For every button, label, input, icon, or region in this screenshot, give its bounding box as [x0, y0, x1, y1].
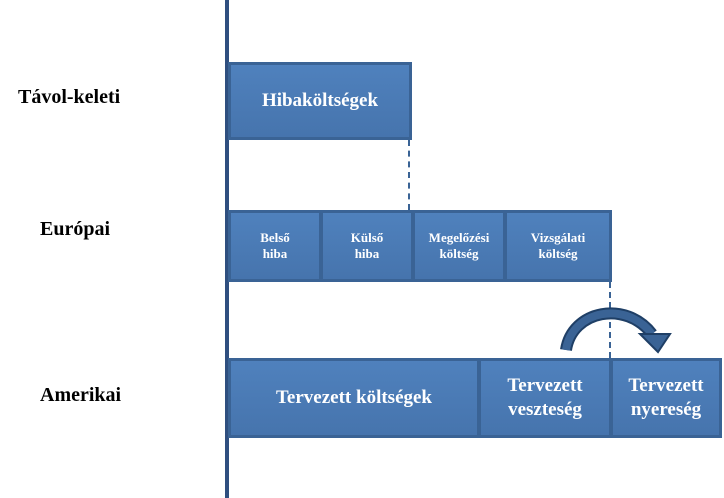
dashed-connector-2: [609, 282, 611, 358]
box-label: Tervezett nyereség: [628, 375, 704, 420]
row-label-far-east: Távol-keleti: [18, 86, 121, 108]
curved-arrow-icon: [560, 307, 672, 354]
row-label-european: Európai: [40, 218, 111, 240]
vertical-axis-line: [225, 0, 229, 498]
dashed-connector-1: [408, 140, 410, 210]
box-tervezett-veszteseg: Tervezett veszteség: [478, 358, 612, 438]
box-label: Megelőzési költség: [428, 229, 490, 261]
box-kulso-hiba: Külső hiba: [320, 210, 414, 282]
row-label-american: Amerikai: [40, 384, 122, 406]
box-vizsgalati-koltseg: Vizsgálati költség: [504, 210, 612, 282]
box-tervezett-nyereseg: Tervezett nyereség: [610, 358, 722, 438]
box-belso-hiba: Belső hiba: [228, 210, 322, 282]
box-label: Tervezett költségek: [276, 387, 432, 409]
box-tervezett-koltsegek: Tervezett költségek: [228, 358, 480, 438]
box-megelozesi-koltseg: Megelőzési költség: [412, 210, 506, 282]
box-label: Belső hiba: [260, 229, 290, 261]
box-label: Külső hiba: [350, 229, 384, 261]
box-hibakoltsegek: Hibaköltségek: [228, 62, 412, 140]
box-label: Hibaköltségek: [261, 90, 379, 112]
box-label: Tervezett veszteség: [507, 375, 583, 420]
box-label: Vizsgálati költség: [530, 229, 586, 261]
